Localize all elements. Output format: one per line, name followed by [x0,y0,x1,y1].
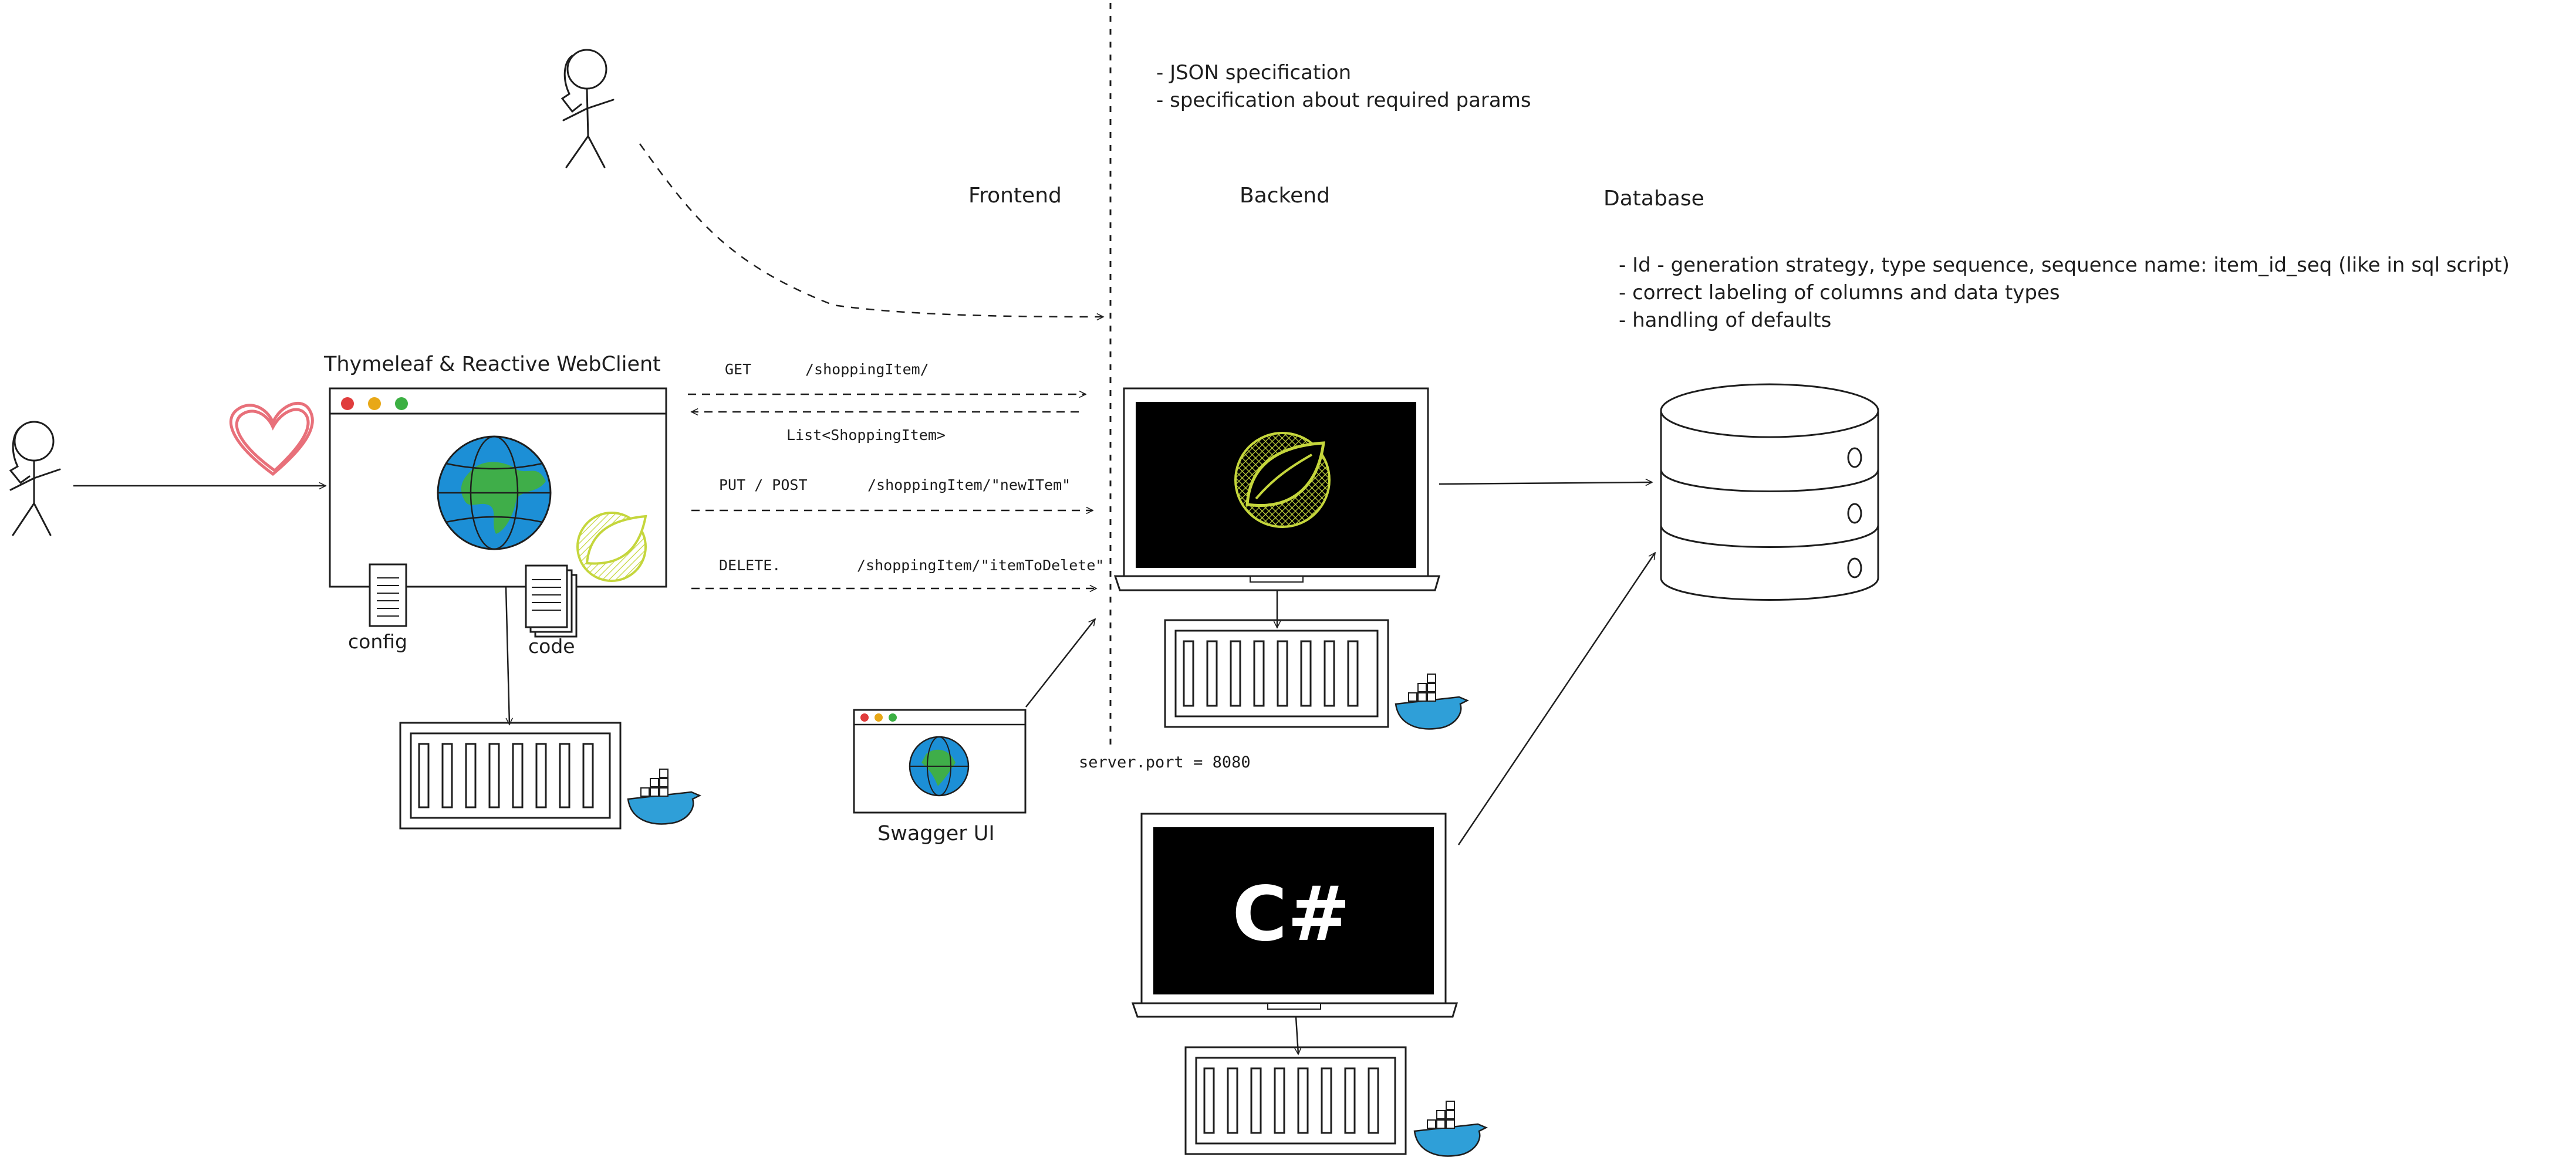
csharp-backend-laptop [1131,813,1459,1018]
client-container [399,722,622,830]
top-user-figure [561,49,615,168]
database-cylinder-icon [1660,383,1879,601]
spring-container [1164,619,1389,728]
spring-to-database-arrow [1439,482,1652,484]
csharp-label: C# [1232,871,1350,958]
client-to-container-arrow [505,586,509,725]
get-method-label: GET [725,361,751,378]
swagger-to-backend-arrow [1025,619,1095,708]
put-method-label: PUT / POST [719,476,808,493]
get-response-label: List<ShoppingItem> [786,427,946,444]
client-title: Thymeleaf & Reactive WebClient [323,353,661,376]
docker-whale-icon [1395,674,1469,730]
docker-whale-icon [627,769,701,825]
delete-path-label: /shoppingItem/"itemToDelete" [857,557,1104,574]
config-document-icon [369,563,407,627]
left-user-figure [9,421,61,536]
browser-minimize-dot [368,397,381,410]
put-path-label: /shoppingItem/"newITem" [867,476,1071,493]
db-note-id: - Id - generation strategy, type sequenc… [1619,253,2510,277]
csharp-to-database-arrow [1457,553,1656,845]
top-user-arrow [639,143,1103,317]
delete-method-label: DELETE. [719,557,781,574]
backend-header: Backend [1240,184,1330,208]
swagger-ui-label: Swagger UI [877,822,995,845]
frontend-header: Frontend [968,184,1062,208]
db-note-defaults: - handling of defaults [1619,309,1831,332]
database-header: Database [1603,187,1704,211]
docker-whale-icon [1413,1101,1488,1157]
globe-icon [437,435,552,550]
top-note-json: - JSON specification [1156,61,1351,84]
get-path-label: /shoppingItem/ [805,361,929,378]
spring-backend-laptop [1113,387,1440,591]
code-label: code [528,635,575,658]
browser-maximize-dot [395,397,408,410]
csharp-to-container-arrow [1296,1016,1298,1054]
csharp-container [1184,1046,1407,1155]
spring-leaf-icon [576,512,647,582]
config-label: config [348,630,407,653]
browser-close-dot [341,397,354,410]
swagger-ui-window [853,709,1027,814]
top-note-params: - specification about required params [1156,89,1531,112]
db-note-columns: - correct labeling of columns and data t… [1619,281,2060,304]
heart-icon [229,401,314,476]
server-port-label: server.port = 8080 [1079,753,1251,772]
code-documents-icon [525,564,578,638]
